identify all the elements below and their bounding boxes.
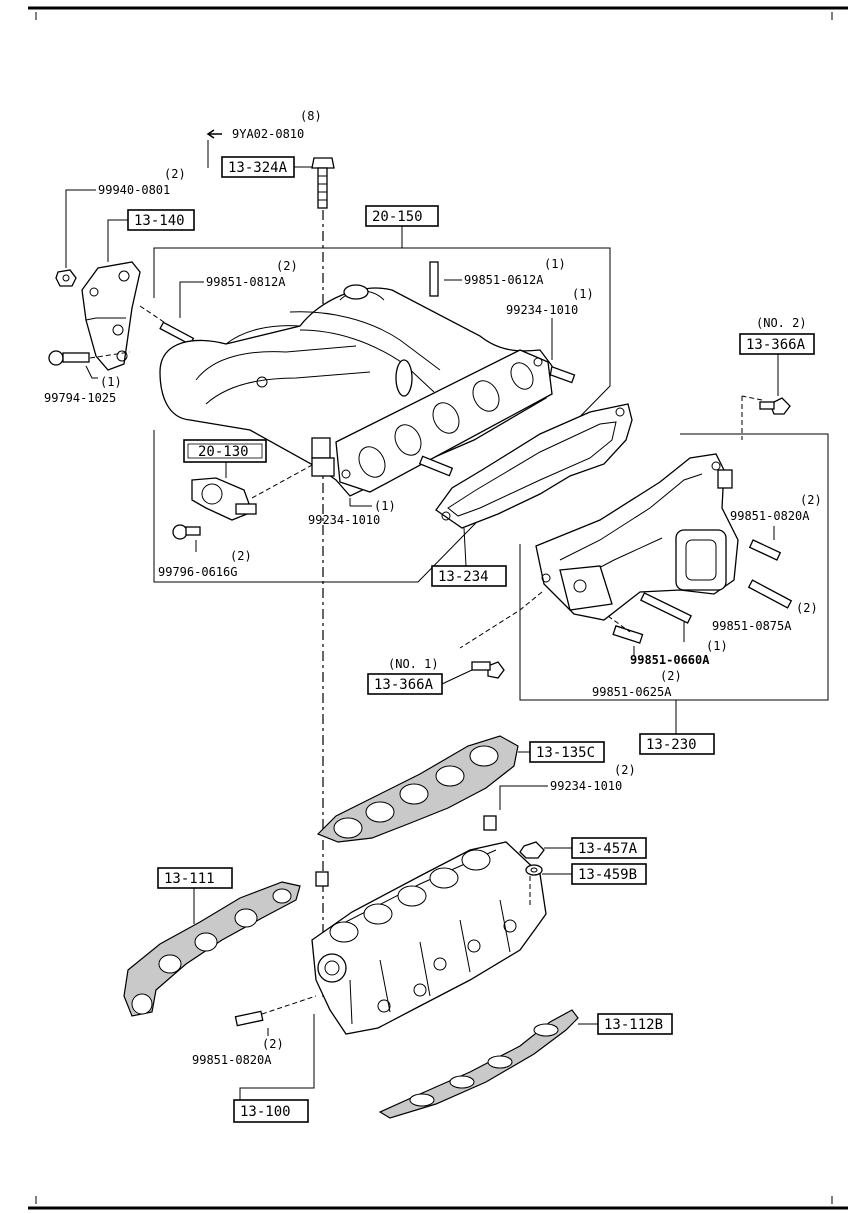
no2-label: (NO. 2) — [756, 316, 807, 330]
part-qty: (2) — [800, 493, 822, 507]
arrow-icon — [206, 129, 222, 139]
part-qty: (2) — [230, 549, 252, 563]
part-number: 99796-0616G — [158, 565, 237, 579]
part-qty: (2) — [164, 167, 186, 181]
part-number: 99794-1025 — [44, 391, 116, 405]
stud-icon — [640, 592, 692, 624]
dowel-icon — [315, 815, 497, 887]
part-number: 99851-0660A — [630, 653, 710, 667]
callout-box-13-140[interactable]: 13-140 — [127, 209, 195, 231]
bolt-icon — [311, 157, 335, 209]
svg-text:20-130: 20-130 — [198, 444, 249, 460]
svg-text:13-366A: 13-366A — [374, 677, 434, 693]
nut-icon — [519, 841, 545, 859]
bolt-icon — [172, 524, 201, 540]
svg-text:20-150: 20-150 — [372, 209, 423, 225]
svg-text:13-366A: 13-366A — [746, 337, 806, 353]
bolt-icon — [759, 397, 791, 415]
callout-box-20-130[interactable]: 20-130 — [183, 439, 267, 463]
connector-fitting — [311, 437, 335, 477]
intake-plenum-duct — [535, 453, 739, 621]
part-number: 99851-0812A — [206, 275, 286, 289]
part-qty: (1) — [374, 499, 396, 513]
part-number: 99851-0625A — [592, 685, 672, 699]
nut-icon — [55, 269, 77, 287]
bolt-icon — [471, 661, 505, 679]
bracket — [81, 261, 141, 371]
no1-label: (NO. 1) — [388, 657, 439, 671]
part-number: 99851-0820A — [730, 509, 810, 523]
svg-text:13-234: 13-234 — [438, 569, 489, 585]
callout-box-13-112b[interactable]: 13-112B — [597, 1013, 673, 1035]
stud-icon — [418, 455, 454, 477]
callout-box-13-459b[interactable]: 13-459B — [571, 863, 647, 885]
air-control-valve — [191, 477, 257, 521]
svg-text:13-459B: 13-459B — [578, 867, 637, 883]
stud-icon — [748, 539, 782, 561]
part-qty: (2) — [276, 259, 298, 273]
lower-intake-manifold — [311, 841, 547, 1035]
part-qty: (1) — [706, 639, 728, 653]
callout-box-13-135c[interactable]: 13-135C — [529, 741, 605, 763]
washer-icon — [525, 864, 543, 876]
part-qty: (1) — [100, 375, 122, 389]
stud-icon — [747, 579, 793, 609]
callout-box-13-234[interactable]: 13-234 — [431, 565, 507, 587]
gasket-13-135c — [316, 735, 519, 843]
stud-icon — [429, 261, 439, 297]
part-number: 99851-0612A — [464, 273, 544, 287]
callout-box-13-457a[interactable]: 13-457A — [571, 837, 647, 859]
callout-box-13-324a[interactable]: 13-324A — [221, 156, 295, 178]
part-number: 99234-1010 — [506, 303, 578, 317]
part-number: 99940-0801 — [98, 183, 170, 197]
part-qty: (1) — [572, 287, 594, 301]
gasket-13-111 — [123, 881, 301, 1017]
callout-box-13-111[interactable]: 13-111 — [157, 867, 233, 889]
gasket-13-234 — [435, 403, 633, 529]
callout-box-13-366a-no2[interactable]: 13-366A — [739, 333, 815, 355]
stud-icon — [234, 1010, 264, 1027]
part-number: 99851-0820A — [192, 1053, 272, 1067]
svg-text:13-324A: 13-324A — [228, 160, 288, 176]
svg-text:13-230: 13-230 — [646, 737, 697, 753]
part-qty: (2) — [660, 669, 682, 683]
part-qty: (2) — [262, 1037, 284, 1051]
stud-icon — [612, 625, 644, 644]
svg-text:13-135C: 13-135C — [536, 745, 595, 761]
ref-number: 9YA02-0810 — [232, 127, 304, 141]
callout-box-13-230[interactable]: 13-230 — [639, 733, 715, 755]
svg-text:13-100: 13-100 — [240, 1104, 291, 1120]
svg-text:13-112B: 13-112B — [604, 1017, 663, 1033]
callout-box-13-100[interactable]: 13-100 — [233, 1099, 309, 1123]
part-qty: (2) — [796, 601, 818, 615]
part-qty: (2) — [614, 763, 636, 777]
callout-box-20-150[interactable]: 20-150 — [365, 205, 439, 227]
svg-text:13-457A: 13-457A — [578, 841, 638, 857]
svg-text:13-111: 13-111 — [164, 871, 215, 887]
part-number: 99234-1010 — [308, 513, 380, 527]
svg-text:13-140: 13-140 — [134, 213, 185, 229]
part-qty: (1) — [544, 257, 566, 271]
bolt-icon — [48, 350, 90, 366]
callout-box-13-366a-no1[interactable]: 13-366A — [367, 673, 443, 695]
ref-qty: (8) — [300, 109, 322, 123]
upper-intake-manifold — [159, 284, 553, 497]
part-number: 99234-1010 — [550, 779, 622, 793]
gasket-13-112b — [378, 1009, 579, 1119]
part-number: 99851-0875A — [712, 619, 792, 633]
